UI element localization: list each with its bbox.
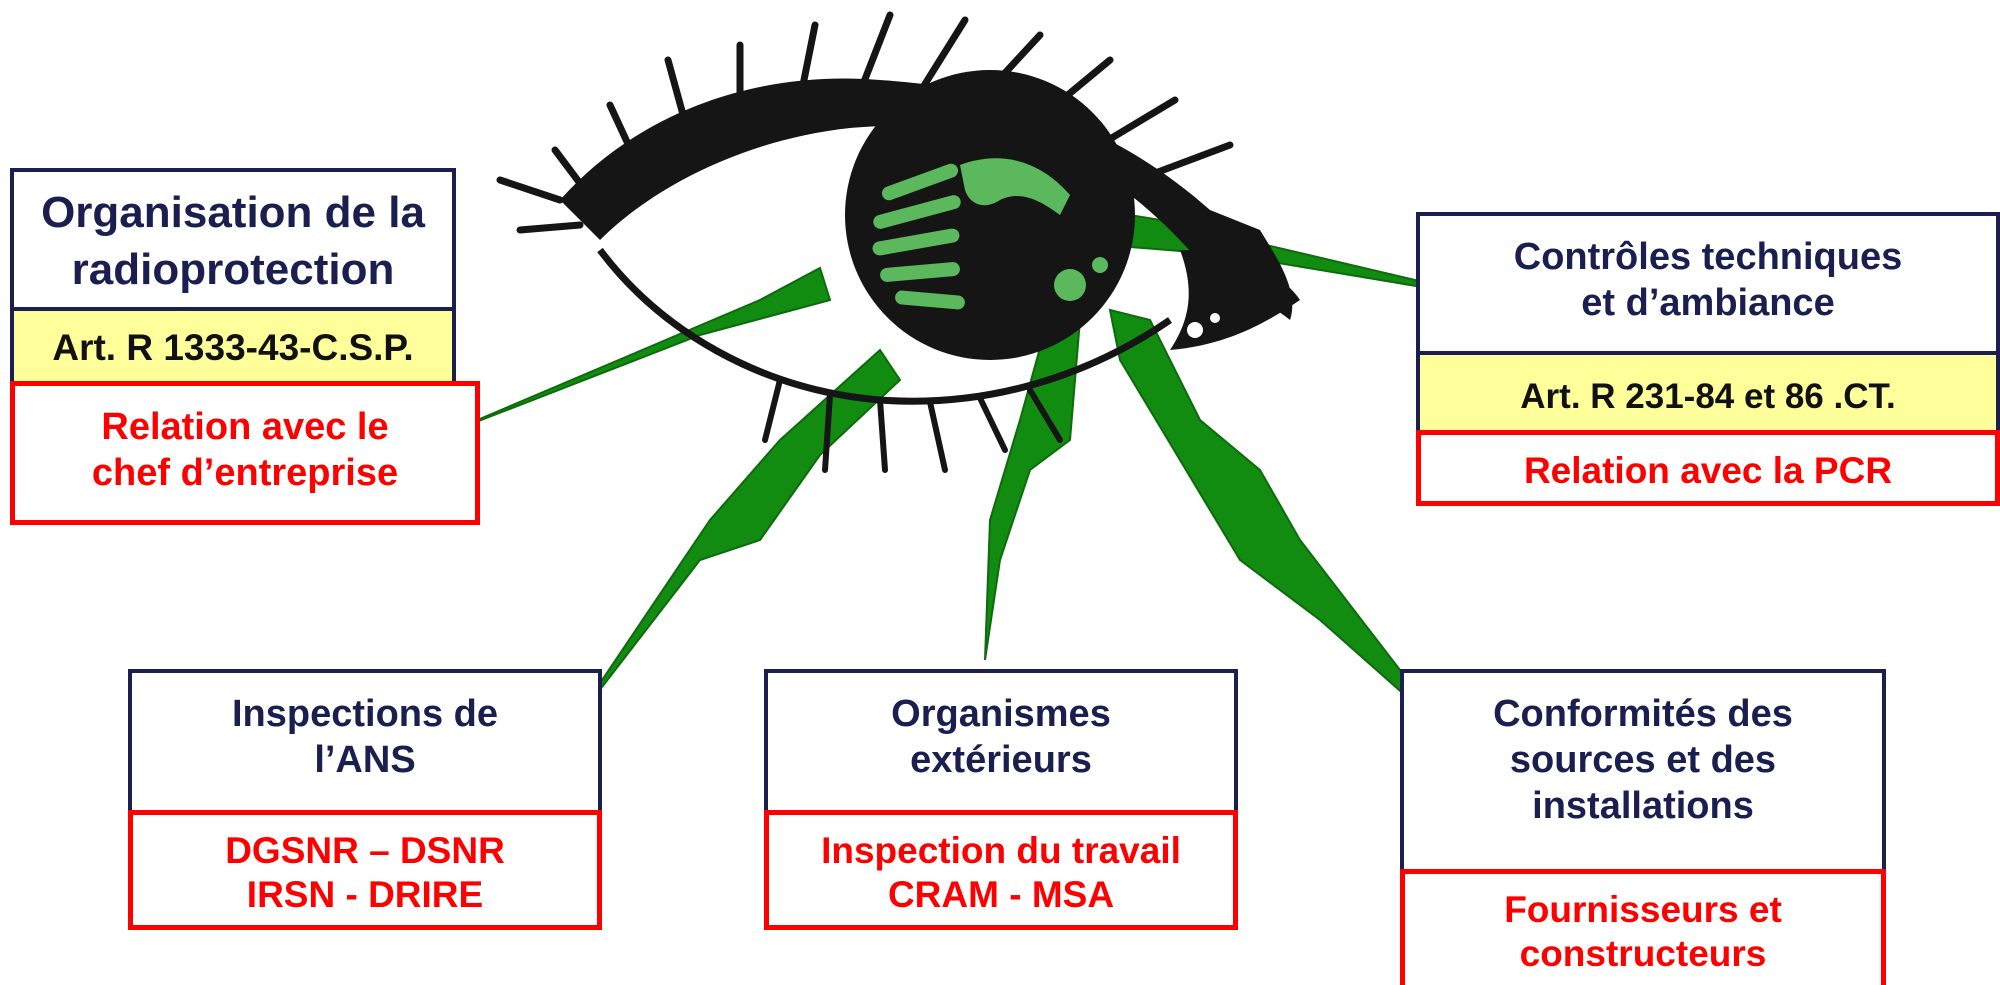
ray-top-left (434, 266, 832, 439)
conformites-agencies-line-2: constructeurs (1519, 933, 1767, 974)
organismes-title-box: Organismes extérieurs (764, 669, 1238, 814)
conformites-title-line-2: sources et des (1509, 739, 1777, 781)
controles-title-line-1: Contrôles techniques (1513, 236, 1903, 278)
inspections-title-box: Inspections de l’ANS (128, 669, 602, 814)
inspections-title-line-2: l’ANS (314, 739, 416, 781)
upper-eyelid (560, 78, 1293, 320)
controles-relation: Relation avec la PCR (1523, 450, 1893, 491)
organismes-agencies-box: Inspection du travail CRAM - MSA (764, 810, 1238, 930)
organisation-relation-line-1: Relation avec le (101, 406, 389, 448)
conformites-agencies-box: Fournisseurs et constructeurs (1400, 869, 1886, 985)
organismes-title-line-1: Organismes (891, 693, 1111, 735)
inspections-agencies-line-2: IRSN - DRIRE (246, 874, 484, 915)
inspections-title-line-1: Inspections de (231, 693, 499, 735)
organisation-title-line-2: radioprotection (71, 245, 395, 294)
organisation-article-box: Art. R 1333-43-C.S.P. (10, 307, 456, 385)
organismes-title-line-2: extérieurs (910, 739, 1092, 781)
organisation-relation-line-2: chef d’entreprise (91, 452, 399, 494)
controles-title-box: Contrôles techniques et d’ambiance (1416, 212, 2000, 355)
organisation-relation-box: Relation avec le chef d’entreprise (10, 381, 480, 525)
conformites-title-line-1: Conformités des (1493, 693, 1793, 735)
controles-article-box: Art. R 231-84 et 86 .CT. (1416, 351, 2000, 434)
iris-highlights (872, 158, 1108, 310)
eye-corner (1170, 250, 1300, 350)
eye-icon (496, 11, 1300, 473)
eyelashes (496, 11, 1234, 234)
controles-title-line-2: et d’ambiance (1581, 282, 1835, 324)
controles-article: Art. R 231-84 et 86 .CT. (1520, 377, 1896, 416)
conformites-agencies-line-1: Fournisseurs et (1504, 889, 1782, 930)
conformites-title-box: Conformités des sources et des installat… (1400, 669, 1886, 873)
organisation-title-box: Organisation de la radioprotection (10, 168, 456, 311)
organisation-title-line-1: Organisation de la (41, 188, 425, 237)
inspections-agencies-line-1: DGSNR – DSNR (225, 830, 505, 871)
ray-bottom-left (564, 348, 902, 736)
organismes-agencies-line-2: CRAM - MSA (887, 874, 1115, 915)
organismes-agencies-line-1: Inspection du travail (821, 830, 1181, 871)
organisation-article: Art. R 1333-43-C.S.P. (52, 327, 414, 368)
lower-lashes (762, 377, 1063, 473)
controles-relation-box: Relation avec la PCR (1416, 430, 2000, 506)
ray-bottom-right (1108, 308, 1451, 736)
inspections-agencies-box: DGSNR – DSNR IRSN - DRIRE (128, 810, 602, 930)
conformites-title-line-3: installations (1532, 785, 1754, 827)
